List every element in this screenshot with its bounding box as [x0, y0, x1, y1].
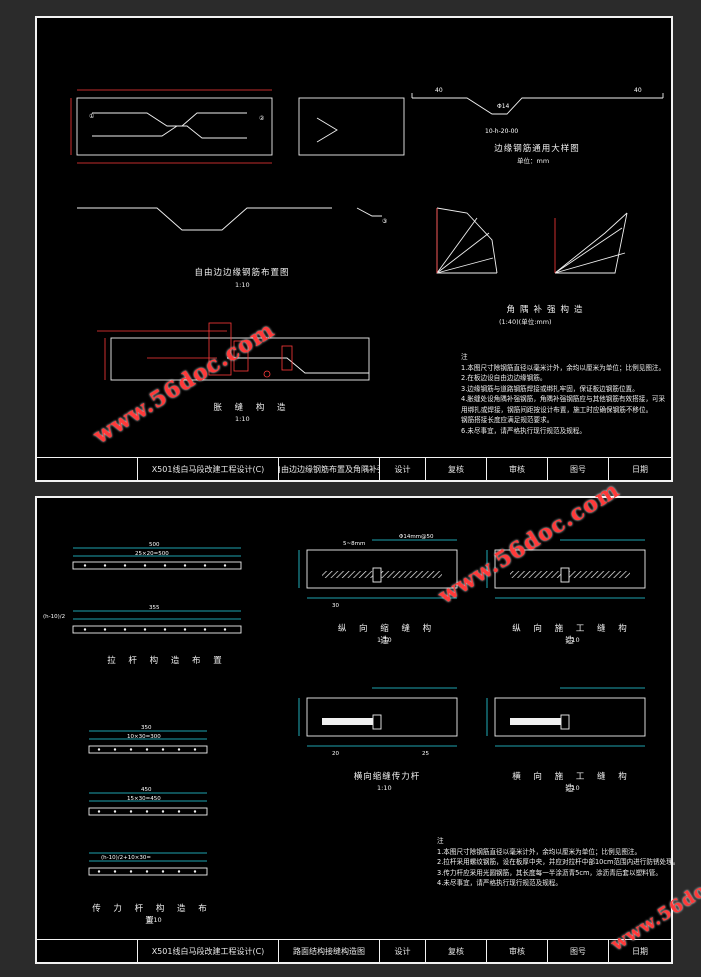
- caption-cross-work: 横 向 施 工 缝 构 造: [512, 772, 632, 794]
- sheet1-linework: 40 40 10-h-20-00 Φ14 ① ② ③: [70, 87, 664, 381]
- caption-dowel-scale: 1:10: [377, 784, 392, 792]
- marker-3: ③: [382, 218, 387, 225]
- drawing-sheet-1: 40 40 10-h-20-00 Φ14 ① ② ③ 边缘钢筋通用大样图 单位：…: [35, 16, 673, 482]
- tb-check: 复核: [426, 940, 487, 962]
- tb-number: 图号: [548, 940, 609, 962]
- caption-seam: 胀 缝 构 造: [213, 403, 291, 413]
- caption-seam-scale: 1:10: [235, 415, 250, 423]
- marker-1: ①: [89, 113, 94, 120]
- project-title: X501线白马段改建工程设计(C): [138, 458, 279, 480]
- caption-free-edge: 自由边边缘钢筋布置图: [194, 268, 290, 278]
- notes-sheet2: 注 1.本图尺寸除钢筋直径以毫米计外，余均以厘米为单位；比例见图注。 2.拉杆采…: [437, 836, 679, 889]
- caption-long-seam: 纵 向 缩 缝 构 造: [337, 624, 437, 646]
- note-line: 钢筋搭接长度应满足规范要求。: [461, 416, 554, 424]
- caption-dowel-layout: 传 力 杆 构 造 布 置: [92, 904, 212, 926]
- note-line: 1.本图尺寸除钢筋直径以毫米计外，余均以厘米为单位；比例见图注。: [437, 847, 642, 856]
- tb-check: 复核: [426, 458, 487, 480]
- caption-dowel: 横向缩缝传力杆: [353, 772, 421, 782]
- title-block-1: X501线白马段改建工程设计(C) 自由边边缘钢筋布置及角隅补强 设计 复核 审…: [37, 457, 671, 480]
- caption-cross-work-scale: 1:10: [565, 784, 580, 792]
- tb-number: 图号: [548, 458, 609, 480]
- note-line: 3.边缘钢筋与道路钢筋焊接或绑扎牢固，保证板边钢筋位置。: [461, 384, 639, 393]
- dim-bar4-len: 450: [141, 787, 152, 793]
- caption-steel-detail-unit: 单位：mm: [517, 157, 550, 165]
- dim-40b: 40: [634, 87, 642, 94]
- note-line: 6.未尽事宜，请严格执行现行规范及规程。: [461, 426, 586, 435]
- dim-bar3-sub: 10×30=300: [127, 734, 161, 740]
- tb-review: 审核: [487, 458, 548, 480]
- dim-bar2-len: 355: [149, 605, 160, 611]
- tb-date: 日期: [632, 464, 648, 474]
- mid-dim: 10-h-20-00: [485, 128, 518, 135]
- drawing-title: 自由边边缘钢筋布置及角隅补强: [279, 458, 380, 480]
- dim-bar5-sub: (h-10)/2+10×30=: [101, 855, 151, 861]
- tb-review: 审核: [487, 940, 548, 962]
- drawing-title: 路面结构接缝构造图: [279, 940, 380, 962]
- note-line: 4.胀缝处设角隅补强钢筋，角隅补强钢筋应与其他钢筋有效搭接，可采: [461, 395, 666, 403]
- steel-label: Φ14: [497, 103, 510, 110]
- caption-long-work: 纵 向 施 工 缝 构 造: [512, 624, 632, 646]
- caption-corner: 角隅补强构造: [506, 305, 588, 315]
- caption-dowel-layout-scale: 1:10: [147, 916, 162, 924]
- dim-20: 20: [332, 751, 339, 757]
- notes-sheet1: 注 1.本图尺寸除钢筋直径以毫米计外，余均以厘米为单位；比例见图注。 2.在板边…: [461, 352, 665, 436]
- note-line: 3.传力杆应采用光圆钢筋，其长度每一半涂沥青5cm，涂沥青后套以塑料管。: [437, 868, 662, 877]
- drawing-sheet-2: 500 25×20=500 355 (h-10)/2 350 10×30=300…: [35, 496, 679, 964]
- notes-title: 注: [461, 353, 468, 361]
- tb-design: 设计: [380, 458, 426, 480]
- caption-steel-detail: 边缘钢筋通用大样图: [494, 144, 580, 154]
- dim-bar1-len: 500: [149, 542, 160, 548]
- title-block-2: X501线白马段改建工程设计(C) 路面结构接缝构造图 设计 复核 审核 图号 …: [37, 939, 671, 962]
- note-line: 1.本图尺寸除钢筋直径以毫米计外，余均以厘米为单位；比例见图注。: [461, 363, 666, 372]
- tb-design: 设计: [380, 940, 426, 962]
- note-line: 用绑扎或焊接，钢筋间距按设计布置，施工时应确保钢筋不移位。: [461, 405, 653, 414]
- tb-date: 日期: [632, 946, 648, 956]
- dim-40a: 40: [435, 87, 443, 94]
- note-line: 2.在板边设自由边边缘钢筋。: [461, 374, 547, 382]
- dim-bar3-len: 350: [141, 725, 152, 731]
- marker-2: ②: [259, 115, 265, 122]
- caption-long-work-scale: 1:10: [565, 636, 580, 644]
- dim-bar1-sub: 25×20=500: [135, 551, 169, 557]
- caption-tie-bar: 拉 杆 构 造 布 置: [107, 656, 227, 666]
- sheet2-linework: 500 25×20=500 355 (h-10)/2 350 10×30=300…: [43, 534, 646, 876]
- dim-seam-width: 5~8mm: [343, 541, 365, 547]
- project-title: X501线白马段改建工程设计(C): [138, 940, 279, 962]
- caption-corner-note: (1:40)(单位:mm): [499, 318, 552, 326]
- notes-title: 注: [437, 837, 444, 845]
- note-line: 2.拉杆采用螺纹钢筋，设在板厚中央，并应对拉杆中部10cm范围内进行防锈处理。: [437, 858, 680, 866]
- dim-rebar-note: Φ14mm@50: [399, 534, 434, 540]
- dim-25: 25: [422, 751, 429, 757]
- caption-free-edge-scale: 1:10: [235, 281, 250, 289]
- dim-bar2-sub: (h-10)/2: [43, 614, 65, 620]
- note-line: 4.未尽事宜，请严格执行现行规范及规程。: [437, 879, 562, 887]
- caption-long-seam-scale: 1:10: [377, 636, 392, 644]
- dim-30: 30: [332, 603, 339, 609]
- dim-bar4-sub: 15×30=450: [127, 796, 161, 802]
